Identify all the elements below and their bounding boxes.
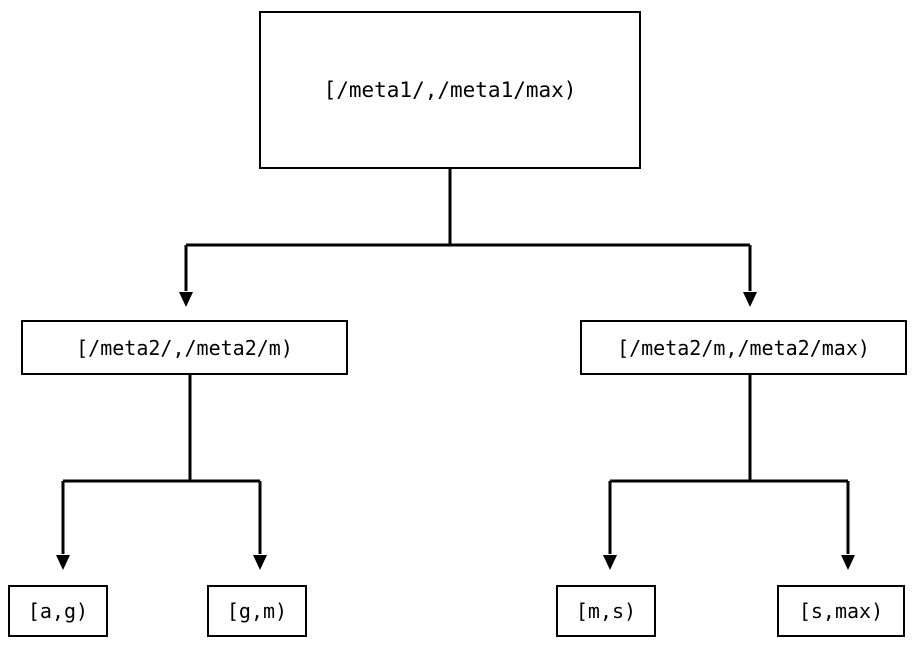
tree-node-leaf-a-g[interactable]: [a,g)	[8, 585, 108, 637]
edge-midleft-to-leaves	[56, 375, 267, 570]
arrowhead-icon	[743, 292, 757, 307]
edge-root-to-mid	[179, 169, 757, 307]
tree-node-leaf-s-max[interactable]: [s,max)	[777, 585, 905, 637]
arrowhead-icon	[56, 555, 70, 570]
arrowhead-icon	[253, 555, 267, 570]
tree-node-mid-left[interactable]: [/meta2/,/meta2/m)	[21, 320, 348, 375]
arrowhead-icon	[179, 292, 193, 307]
tree-node-leaf-g-m[interactable]: [g,m)	[207, 585, 307, 637]
tree-node-mid-right[interactable]: [/meta2/m,/meta2/max)	[580, 320, 907, 375]
arrowhead-icon	[841, 555, 855, 570]
arrowhead-icon	[603, 555, 617, 570]
edge-midright-to-leaves	[603, 375, 855, 570]
tree-node-leaf-m-s[interactable]: [m,s)	[556, 585, 656, 637]
tree-node-root[interactable]: [/meta1/,/meta1/max)	[259, 11, 641, 169]
